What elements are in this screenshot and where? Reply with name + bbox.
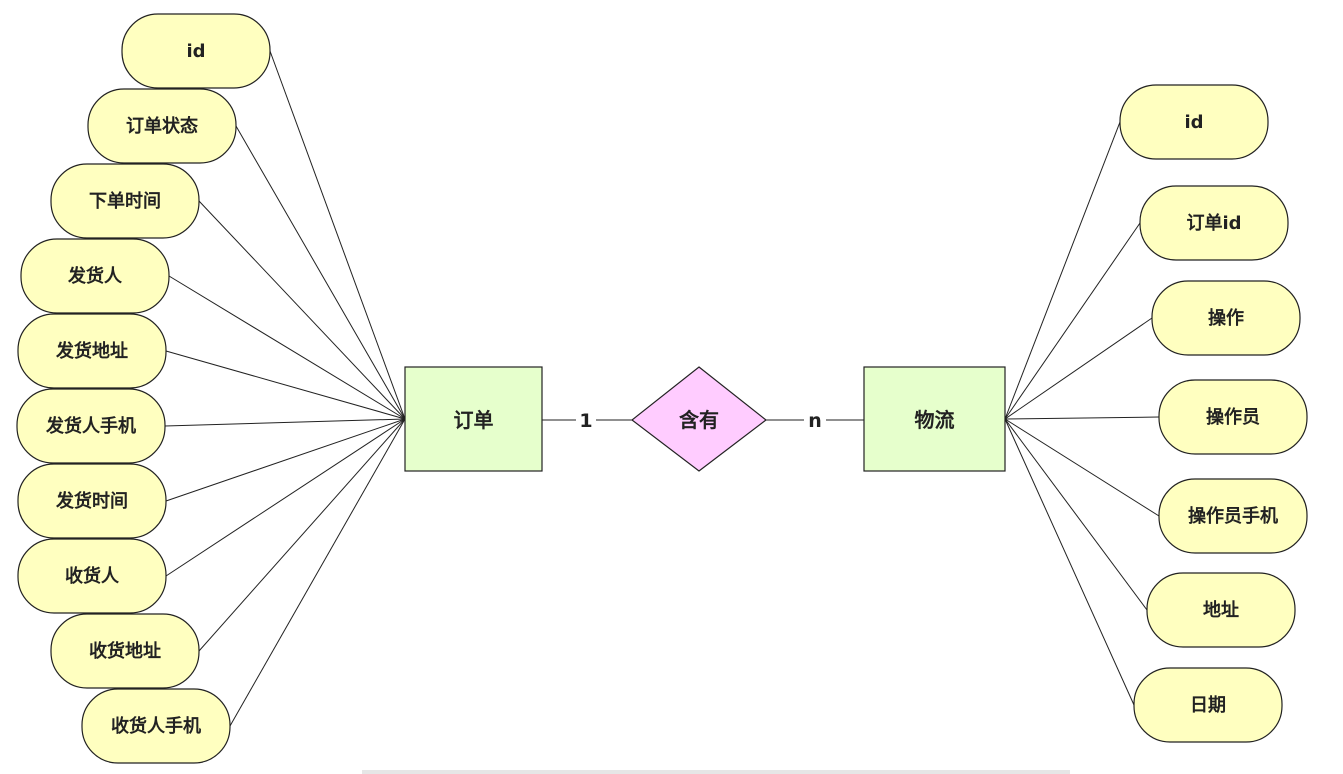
logistics-attribute-0[interactable]: id [1119, 84, 1269, 160]
logistics-attribute-label: 操作员手机 [1188, 505, 1278, 527]
order-attribute-label: 收货人手机 [111, 715, 201, 737]
order-attribute-edge [198, 200, 406, 420]
logistics-attribute-edge [1004, 317, 1153, 420]
card-left-bg [576, 406, 596, 434]
entity-order[interactable]: 订单 [404, 366, 543, 472]
footer-scroll-bar [362, 770, 1070, 774]
logistics-attribute-edge [1004, 418, 1160, 517]
order-attribute-2[interactable]: 下单时间 [50, 163, 200, 239]
order-attribute-4[interactable]: 发货地址 [17, 313, 167, 389]
logistics-attribute-6[interactable]: 日期 [1133, 667, 1283, 743]
order-attribute-0[interactable]: id [121, 13, 271, 89]
logistics-attribute-edge [1004, 418, 1148, 611]
order-attribute-3[interactable]: 发货人 [20, 238, 170, 314]
relationship-contains[interactable]: 含有 [631, 366, 767, 472]
order-attribute-edge [235, 125, 406, 420]
order-attribute-label: 发货人 [67, 265, 123, 287]
order-attribute-9[interactable]: 收货人手机 [81, 688, 231, 764]
logistics-attribute-4[interactable]: 操作员手机 [1158, 478, 1308, 554]
order-attribute-edge [198, 418, 406, 652]
logistics-attribute-label: id [1184, 112, 1203, 133]
order-attribute-label: id [186, 41, 205, 62]
order-attribute-5[interactable]: 发货人手机 [16, 388, 166, 464]
logistics-attribute-label: 订单id [1186, 212, 1241, 234]
logistics-attribute-edge [1004, 416, 1160, 420]
order-attribute-label: 发货时间 [55, 490, 128, 512]
order-attribute-edge [269, 50, 406, 420]
order-attribute-edge [165, 418, 406, 502]
order-attribute-edge [165, 350, 406, 420]
order-attribute-label: 收货地址 [89, 640, 161, 662]
card-right-bg [804, 406, 826, 434]
order-attribute-edge [165, 418, 406, 577]
connector-lines [164, 50, 1160, 727]
logistics-attribute-2[interactable]: 操作 [1151, 280, 1301, 356]
entity-logistics[interactable]: 物流 [863, 366, 1006, 472]
logistics-attribute-edge [1004, 121, 1121, 420]
order-attribute-label: 发货人手机 [45, 415, 136, 437]
order-attribute-label: 订单状态 [126, 115, 198, 137]
order-attribute-label: 下单时间 [89, 190, 161, 212]
order-attribute-label: 收货人 [65, 565, 120, 587]
logistics-attribute-label: 操作员 [1206, 406, 1260, 428]
relationship-label: 含有 [679, 408, 719, 432]
order-attribute-1[interactable]: 订单状态 [87, 88, 237, 164]
logistics-attribute-edge [1004, 222, 1141, 420]
logistics-attribute-edge [1004, 418, 1135, 706]
order-attribute-edge [168, 275, 406, 420]
logistics-attribute-label: 地址 [1203, 599, 1239, 621]
order-attribute-edge [229, 418, 406, 727]
logistics-attribute-5[interactable]: 地址 [1146, 572, 1296, 648]
logistics-attribute-3[interactable]: 操作员 [1158, 379, 1308, 455]
cardinality-many: n [808, 410, 822, 432]
order-attribute-label: 发货地址 [55, 340, 128, 362]
order-attribute-edge [164, 418, 406, 427]
order-attribute-7[interactable]: 收货人 [17, 538, 167, 614]
entity-logistics-label: 物流 [915, 408, 955, 432]
logistics-attribute-1[interactable]: 订单id [1139, 185, 1289, 261]
logistics-attribute-label: 操作 [1208, 307, 1244, 329]
logistics-attribute-label: 日期 [1190, 695, 1226, 716]
entity-order-label: 订单 [454, 408, 494, 432]
order-attribute-8[interactable]: 收货地址 [50, 613, 200, 689]
cardinality-one: 1 [579, 410, 592, 432]
order-attribute-6[interactable]: 发货时间 [17, 463, 167, 539]
